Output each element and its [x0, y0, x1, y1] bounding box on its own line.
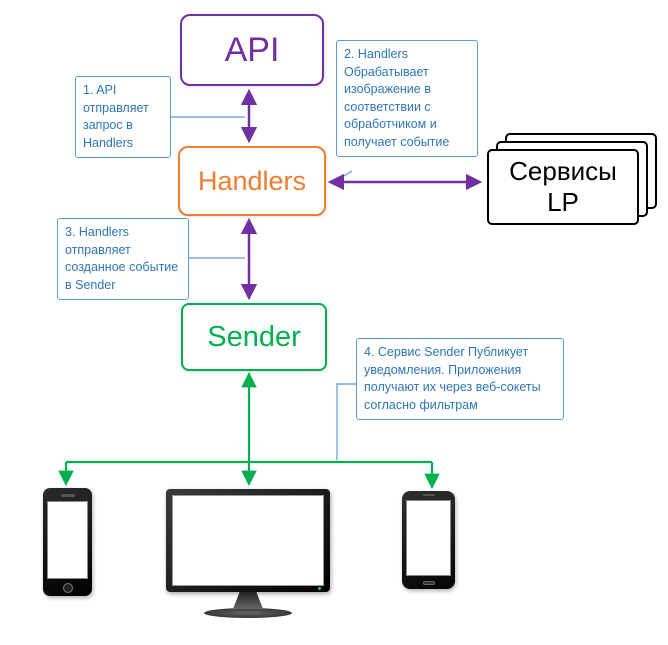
callout-4: 4. Сервис Sender Публикует уведомления. …: [356, 338, 564, 420]
sender-node-label: Sender: [207, 320, 301, 353]
smartphone-left-icon: [43, 488, 92, 596]
phone-screen: [406, 500, 451, 576]
callout-2: 2. Handlers Обрабатывает изображение в с…: [336, 40, 478, 157]
callout-2-text: 2. Handlers Обрабатывает изображение в с…: [344, 47, 450, 149]
phone-screen: [47, 501, 88, 579]
callout-2-leader: [330, 170, 353, 185]
api-node-label: API: [224, 30, 280, 69]
phone-speaker-icon: [422, 494, 435, 496]
monitor-bezel: [166, 489, 330, 592]
phone-home-button-icon: [62, 583, 73, 593]
callout-4-leader: [336, 383, 358, 460]
callout-3: 3. Handlers отправляет созданное событие…: [57, 218, 189, 300]
monitor-screen: [172, 495, 324, 586]
monitor-icon: [166, 489, 330, 618]
smartphone-right-icon: [402, 491, 455, 589]
api-node: API: [180, 14, 324, 86]
services-lp-label: Сервисы LP: [509, 155, 617, 217]
monitor-power-led-icon: [318, 587, 321, 590]
handlers-node: Handlers: [178, 146, 326, 216]
services-lp-node: Сервисы LP: [487, 149, 639, 225]
sender-node: Sender: [181, 303, 327, 371]
handlers-node-label: Handlers: [197, 165, 307, 196]
callout-4-text: 4. Сервис Sender Публикует уведомления. …: [364, 345, 541, 412]
callout-3-text: 3. Handlers отправляет созданное событие…: [65, 225, 179, 292]
callout-1-text: 1. API отправляет запрос в Handlers: [83, 83, 149, 150]
monitor-stand: [233, 592, 263, 609]
monitor-base: [204, 608, 292, 618]
phone-speaker-icon: [60, 494, 75, 497]
phone-key-icon: [422, 581, 435, 585]
callout-1: 1. API отправляет запрос в Handlers: [75, 76, 171, 158]
